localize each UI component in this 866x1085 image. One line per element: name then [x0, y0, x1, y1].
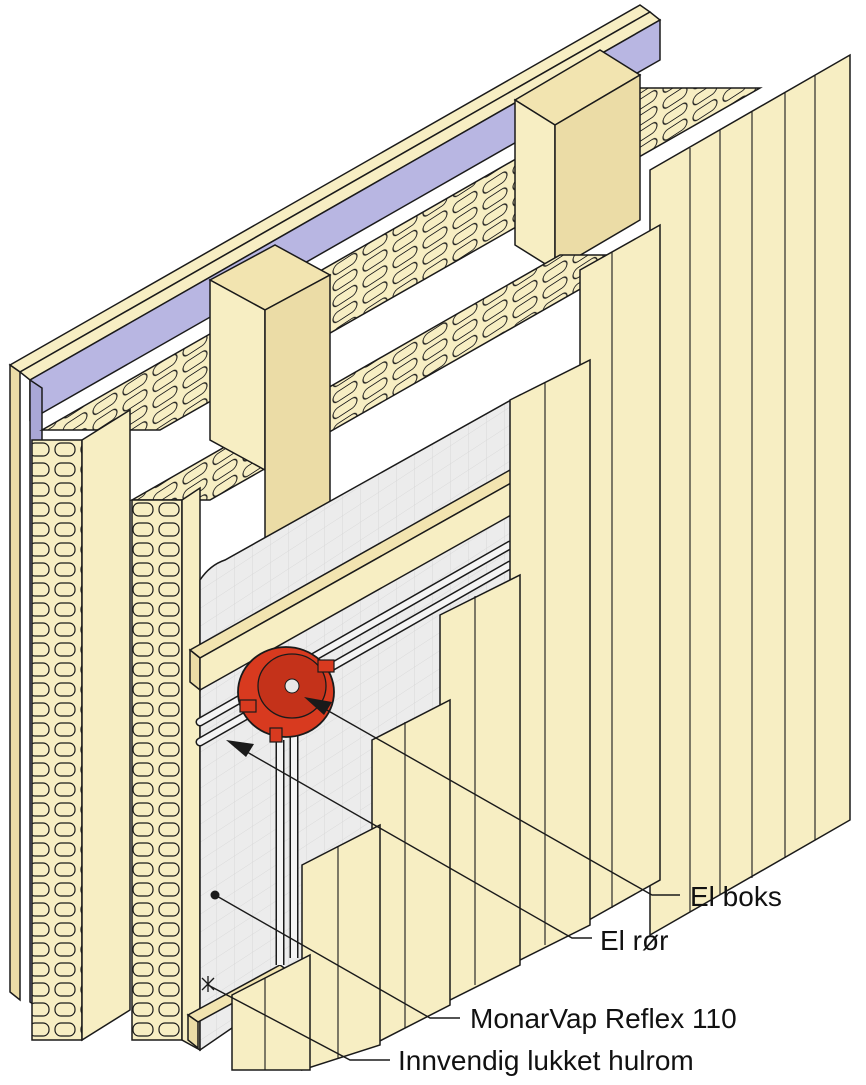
cavity-marker-icon	[201, 976, 215, 992]
label-el-boks: El boks	[690, 881, 782, 912]
label-cavity: Innvendig lukket hulrom	[398, 1045, 694, 1076]
label-el-ror: El rør	[600, 925, 669, 956]
front-stud	[208, 244, 332, 542]
electrical-box-icon	[237, 646, 335, 743]
interior-panelling	[231, 53, 851, 1072]
outer-cladding	[8, 4, 662, 1002]
leader-lines	[207, 704, 680, 1061]
label-membrane: MonarVap Reflex 110	[470, 1003, 737, 1034]
leader-arrows	[210, 697, 332, 900]
horizontal-batten	[188, 469, 522, 692]
